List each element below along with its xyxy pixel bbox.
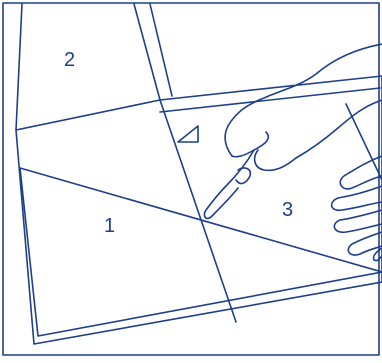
- region-label-2: 2: [64, 49, 75, 71]
- outer-frame: [2, 2, 380, 356]
- sheet-inner-edge: [19, 167, 382, 337]
- sheet-2-right-edge-inner: [149, 3, 173, 97]
- pointing-hand-icon: [203, 43, 382, 220]
- sheet-2-left-edge: [15, 3, 23, 131]
- triangle-marker-icon: [177, 125, 199, 143]
- resting-hand-icon: [330, 155, 382, 262]
- main-sheet: [15, 75, 382, 345]
- divider-line: [159, 99, 237, 323]
- sheet-2-right-edge: [133, 3, 161, 101]
- right-strip-edge: [345, 103, 382, 181]
- region-label-3: 3: [282, 199, 293, 221]
- sheet-3-top-edge: [159, 87, 381, 113]
- region-label-1: 1: [104, 215, 115, 237]
